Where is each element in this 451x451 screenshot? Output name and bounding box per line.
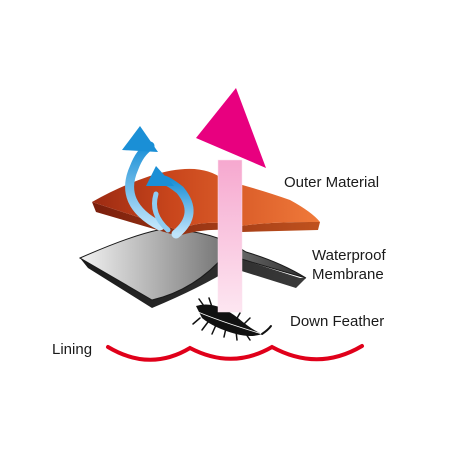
label-membrane: Membrane (312, 266, 384, 283)
lining-line (106, 344, 364, 362)
upward-arrow-icon (196, 88, 266, 313)
label-waterproof: Waterproof (312, 247, 386, 264)
curved-arrow-icon (122, 126, 194, 239)
label-down-feather: Down Feather (290, 313, 384, 330)
membrane-surface (78, 229, 307, 301)
label-lining: Lining (52, 341, 92, 358)
membrane-layer (78, 229, 307, 308)
outer-material-edge (92, 202, 320, 236)
membrane-edge (80, 254, 306, 308)
arrow-head (196, 88, 266, 168)
label-outer-material: Outer Material (284, 174, 379, 191)
arrow-stem (218, 160, 242, 312)
